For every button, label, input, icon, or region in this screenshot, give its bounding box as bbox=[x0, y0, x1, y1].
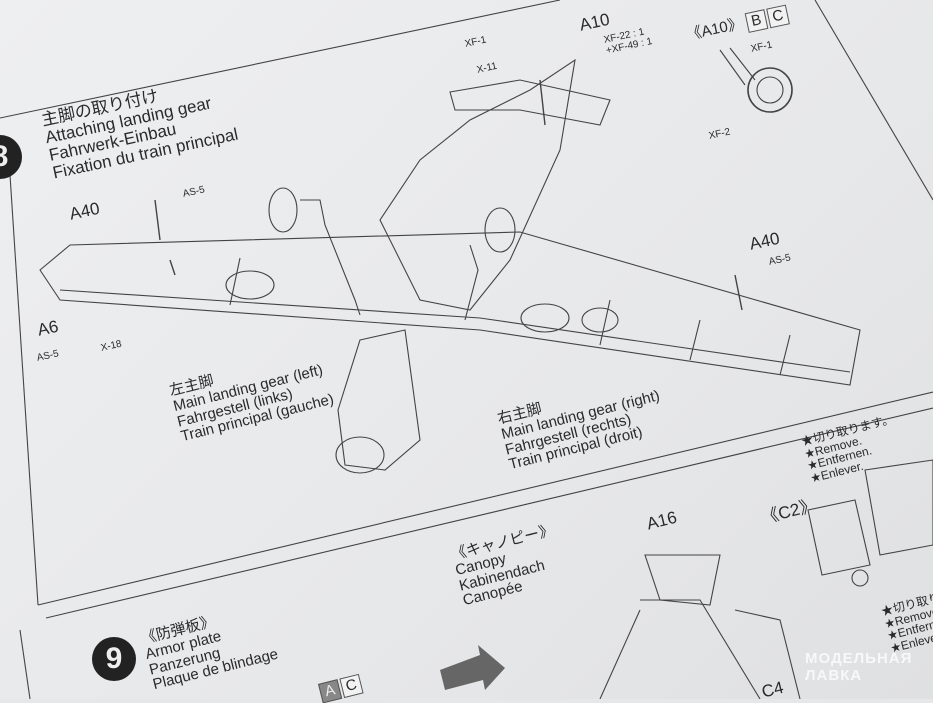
right-wheel bbox=[484, 207, 516, 253]
step-9-badge: 9 bbox=[92, 637, 136, 681]
step-border-bottom bbox=[37, 391, 933, 606]
step-border-left bbox=[9, 174, 39, 606]
watermark-line1: МОДЕЛЬНАЯ bbox=[805, 650, 913, 667]
sprue-gate bbox=[851, 569, 869, 587]
left-gear-strut bbox=[300, 199, 361, 316]
left-wheel bbox=[268, 187, 298, 233]
part-c2 bbox=[807, 499, 871, 576]
nose bbox=[337, 329, 421, 471]
wing-detail bbox=[581, 307, 619, 333]
tail-wheel-strut bbox=[719, 47, 756, 86]
version-box-b: B bbox=[744, 9, 769, 33]
wing-flap-line bbox=[59, 289, 851, 373]
version-box-c: C bbox=[766, 4, 790, 29]
direction-arrow bbox=[440, 645, 505, 690]
wing-panel-lines bbox=[229, 257, 791, 376]
step9-border-left bbox=[19, 629, 31, 699]
step9-border-top bbox=[45, 407, 933, 619]
wing-outline bbox=[39, 231, 861, 386]
wheel-well-left bbox=[225, 270, 275, 300]
assembly-arrows bbox=[154, 79, 743, 311]
tailplane bbox=[449, 79, 611, 126]
tail-wheel-hub bbox=[756, 76, 784, 104]
watermark-line2: ЛАВКА bbox=[805, 667, 863, 684]
watermark-logo: МОДЕЛЬНАЯ ЛАВКА bbox=[805, 650, 912, 684]
right-gear-strut bbox=[464, 244, 479, 321]
wheel-well-right bbox=[520, 303, 570, 333]
canopy-part-a16 bbox=[644, 554, 721, 606]
version-box-a: A bbox=[318, 679, 343, 703]
step-border-top bbox=[0, 0, 561, 119]
spinner bbox=[335, 436, 385, 474]
tail-wheel bbox=[747, 67, 793, 113]
fuselage-outline bbox=[379, 58, 576, 311]
step-border-right bbox=[814, 0, 933, 201]
canopy-part bbox=[864, 459, 933, 556]
step-8-badge: 8 bbox=[0, 135, 22, 179]
canopy-frame bbox=[599, 599, 801, 699]
